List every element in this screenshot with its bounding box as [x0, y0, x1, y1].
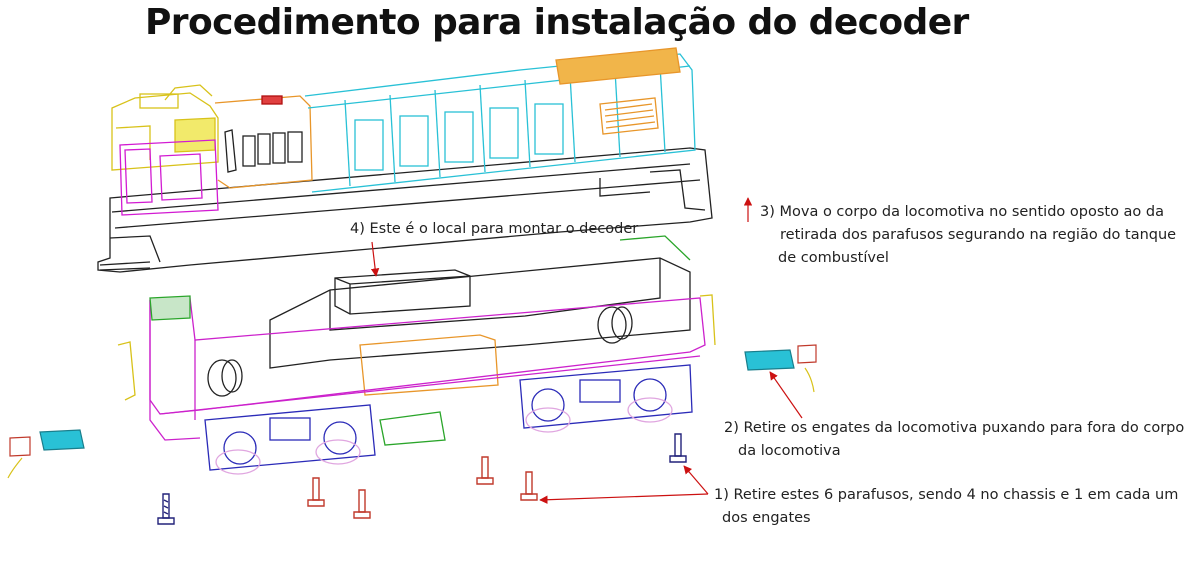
step-2-note: 2) Retire os engates da locomotiva puxan…	[724, 417, 1184, 463]
step-3-note: 3) Mova o corpo da locomotiva no sentido…	[760, 201, 1176, 270]
screw-red-4	[520, 471, 538, 501]
step-3-line-2: retirada dos parafusos segurando na regi…	[780, 227, 1177, 243]
screw-red-2	[353, 489, 371, 519]
step-4-note: 4) Este é o local para montar o decoder	[350, 218, 638, 241]
couplers	[7, 344, 817, 479]
step-3-line-3: de combustível	[778, 250, 889, 266]
annotation-arrows	[370, 197, 803, 504]
step-1-line-1: 1) Retire estes 6 parafusos, sendo 4 no …	[714, 487, 1179, 503]
arrow-step-4	[370, 241, 380, 277]
locomotive-chassis	[117, 235, 716, 475]
step-1-line-2: dos engates	[722, 510, 811, 526]
screw-blue-left	[157, 493, 175, 525]
step-4-line-1: 4) Este é o local para montar o decoder	[350, 221, 639, 237]
page-title: Procedimento para instalação do decoder	[145, 2, 969, 43]
locomotive-body-shell	[97, 47, 713, 273]
screw-red-3	[476, 456, 494, 485]
arrow-step-1b	[683, 465, 709, 495]
step-2-line-1: 2) Retire os engates da locomotiva puxan…	[724, 420, 1185, 436]
screws	[157, 433, 687, 525]
screw-blue-right	[669, 433, 687, 463]
coupler-right	[744, 344, 817, 393]
screw-red-1	[307, 477, 325, 507]
step-2-line-2: da locomotiva	[738, 443, 841, 459]
coupler-left	[7, 429, 85, 479]
step-3-line-1: 3) Mova o corpo da locomotiva no sentido…	[760, 204, 1165, 220]
arrow-step-1a	[539, 493, 709, 504]
step-1-note: 1) Retire estes 6 parafusos, sendo 4 no …	[714, 484, 1178, 530]
arrow-step-2	[769, 371, 803, 419]
